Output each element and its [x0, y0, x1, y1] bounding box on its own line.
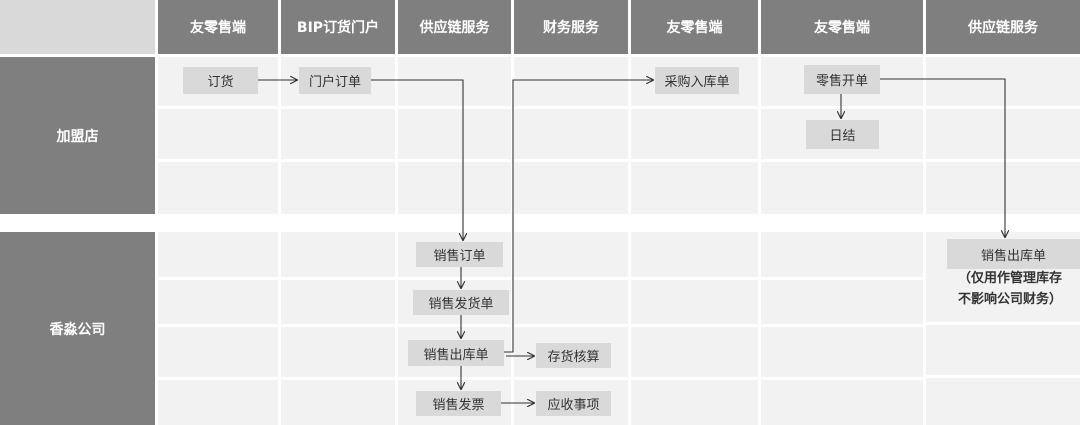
grid-cell [631, 109, 758, 159]
grid-cell [761, 232, 923, 277]
column-header-bip: BIP订货门户 [281, 0, 395, 54]
grid-cell [281, 109, 395, 159]
arrow-portal-to-sales-order [371, 79, 463, 240]
grid-cell [761, 162, 923, 214]
grid-cell [926, 378, 1080, 425]
node-inventory-calc: 存货核算 [536, 343, 611, 368]
grid-cell [158, 327, 278, 377]
grid-cell [281, 380, 395, 425]
row-header-company: 香淼公司 [0, 232, 155, 425]
column-header-yls-1: 友零售端 [158, 0, 278, 54]
node-sales-delivery: 销售发货单 [413, 290, 509, 315]
grid-cell [926, 325, 1080, 375]
note-line-2: 不影响公司财务） [957, 292, 1062, 307]
grid-cell [398, 162, 511, 214]
grid-cell [281, 280, 395, 324]
grid-cell [281, 232, 395, 277]
row-header-franchise: 加盟店 [0, 57, 155, 214]
node-sales-out-right: 销售出库单 [947, 239, 1080, 269]
arrow-out-to-purchase-in [504, 80, 653, 353]
grid-cell [281, 162, 395, 214]
grid-cell [631, 232, 758, 277]
grid-cell [514, 232, 628, 277]
column-header-yls-2: 友零售端 [631, 0, 758, 54]
grid-cell [926, 162, 1080, 214]
grid-cell [514, 162, 628, 214]
node-sales-order: 销售订单 [416, 242, 503, 267]
grid-cell [158, 380, 278, 425]
node-sales-invoice: 销售发票 [416, 391, 501, 416]
note-text: （仅用作管理库存 不影响公司财务） [940, 268, 1080, 310]
column-header-yls-3: 友零售端 [761, 0, 923, 54]
grid-cell [514, 57, 628, 106]
grid-cell [631, 327, 758, 377]
grid-cell [514, 280, 628, 324]
arrow-retail-to-sales-out [880, 78, 1005, 237]
grid-cell [761, 380, 923, 425]
grid-cell [281, 327, 395, 377]
node-order: 订货 [183, 67, 258, 94]
node-receivable: 应收事项 [536, 391, 611, 416]
node-portal-order: 门户订单 [299, 67, 371, 94]
grid-cell [158, 109, 278, 159]
grid-cell [631, 280, 758, 324]
grid-cell [761, 327, 923, 377]
node-sales-out: 销售出库单 [408, 340, 504, 366]
grid-cell [158, 232, 278, 277]
header-corner [0, 0, 155, 54]
grid-cell [631, 162, 758, 214]
grid-cell [761, 280, 923, 324]
grid-cell [926, 109, 1080, 159]
grid-cell [398, 57, 511, 106]
column-header-supply-1: 供应链服务 [398, 0, 511, 54]
node-retail-bill: 零售开单 [804, 65, 880, 94]
column-header-supply-2: 供应链服务 [926, 0, 1080, 54]
grid-cell [158, 162, 278, 214]
grid-cell [926, 57, 1080, 106]
note-line-1: （仅用作管理库存 [957, 271, 1062, 286]
grid-cell [514, 109, 628, 159]
node-purchase-in: 采购入库单 [655, 67, 739, 94]
grid-cell [158, 280, 278, 324]
node-daily-close: 日结 [806, 120, 879, 149]
grid-cell [631, 380, 758, 425]
column-header-finance: 财务服务 [514, 0, 628, 54]
grid-cell [398, 109, 511, 159]
